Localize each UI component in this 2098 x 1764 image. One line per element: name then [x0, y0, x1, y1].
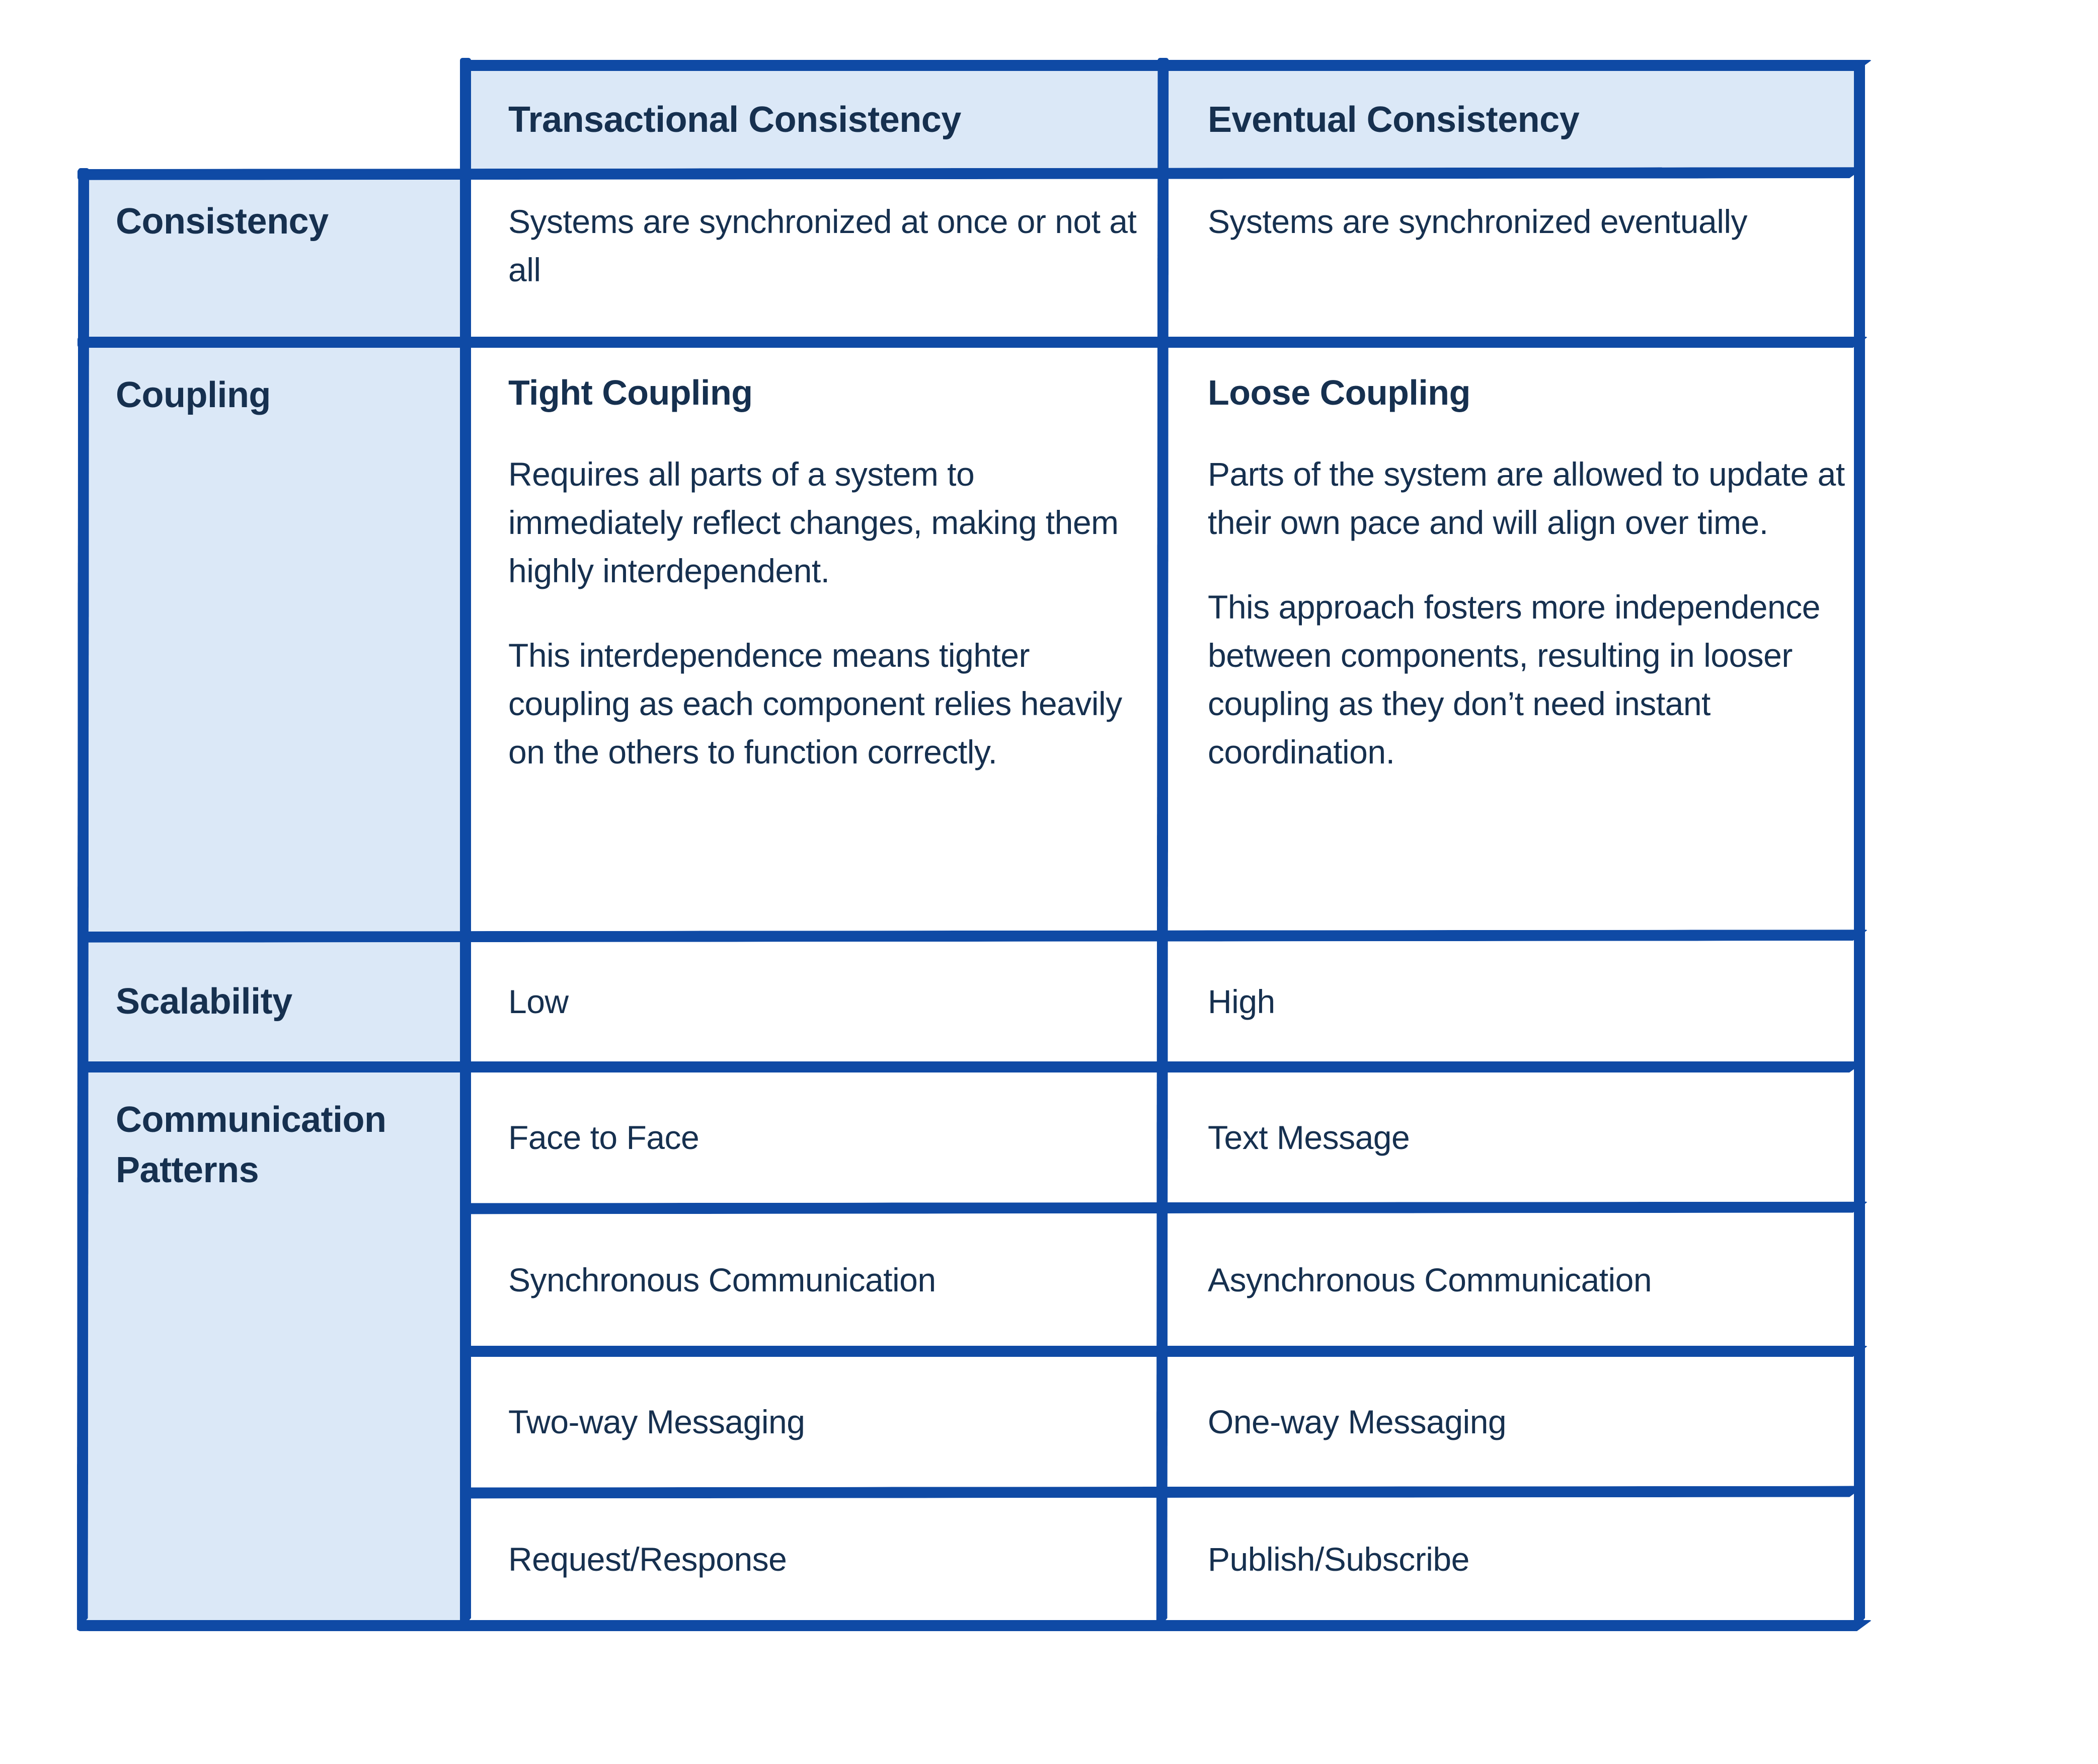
row-header-coupling: Coupling [116, 375, 271, 415]
cell-scalability-transactional: Low [508, 936, 1137, 1067]
header-cell-transactional [465, 65, 1162, 174]
coupling-eventual-paragraph-2: This approach fosters more independence … [1208, 588, 1820, 771]
rule-consistency-bottom [77, 337, 1868, 348]
column-header-transactional-label: Transactional Consistency [508, 99, 961, 140]
cell-text: Synchronous Communication [508, 1261, 936, 1298]
coupling-transactional-paragraph-2: This interdependence means tighter coupl… [508, 637, 1122, 771]
column-header-eventual: Eventual Consistency [1208, 65, 1837, 174]
cell-consistency-eventual: Systems are synchronized eventually [1208, 197, 1832, 246]
cell-coupling-transactional: Tight Coupling Requires all parts of a s… [508, 368, 1152, 776]
column-header-transactional: Transactional Consistency [508, 65, 1137, 174]
coupling-eventual-heading: Loose Coupling [1208, 373, 1470, 412]
cell-scalability-eventual: High [1208, 936, 1837, 1067]
header-cell-eventual [1162, 65, 1859, 174]
cell-comm-3-eventual: One-way Messaging [1208, 1351, 1837, 1492]
row-header-communication: Communication Patterns [116, 1100, 386, 1190]
row-header-scalability: Scalability [116, 981, 292, 1022]
rule-label-divider [460, 58, 471, 1631]
cell-text: High [1208, 983, 1275, 1020]
cell-text: Publish/Subscribe [1208, 1540, 1469, 1578]
rule-column-divider [1156, 58, 1169, 1631]
cell-text: Face to Face [508, 1119, 700, 1156]
cell-text: Request/Response [508, 1540, 787, 1578]
coupling-transactional-heading: Tight Coupling [508, 373, 753, 412]
cell-text: Text Message [1208, 1119, 1410, 1156]
cell-text: Systems are synchronized at once or not … [508, 203, 1137, 288]
cell-text: Low [508, 983, 569, 1020]
cell-comm-2-eventual: Asynchronous Communication [1208, 1208, 1837, 1351]
cell-comm-4-transactional: Request/Response [508, 1492, 1137, 1626]
rule-right-edge [1854, 60, 1865, 1631]
cell-text: Two-way Messaging [508, 1403, 805, 1440]
row-label-column [83, 174, 465, 1626]
cell-consistency-transactional: Systems are synchronized at once or not … [508, 197, 1137, 294]
cell-comm-4-eventual: Publish/Subscribe [1208, 1492, 1837, 1626]
rule-table-bottom [77, 1620, 1872, 1631]
coupling-eventual-paragraph-1: Parts of the system are allowed to updat… [1208, 455, 1845, 541]
rule-left-edge [77, 168, 90, 1631]
cell-comm-1-transactional: Face to Face [508, 1067, 1137, 1208]
rule-scalability-bottom [77, 1061, 1864, 1072]
row-header-consistency: Consistency [116, 201, 329, 242]
cell-text: Asynchronous Communication [1208, 1261, 1652, 1298]
cell-text: Systems are synchronized eventually [1208, 203, 1748, 240]
column-header-eventual-label: Eventual Consistency [1208, 99, 1580, 140]
coupling-transactional-paragraph-1: Requires all parts of a system to immedi… [508, 455, 1119, 589]
cell-comm-2-transactional: Synchronous Communication [508, 1208, 1137, 1351]
cell-comm-1-eventual: Text Message [1208, 1067, 1837, 1208]
cell-text: One-way Messaging [1208, 1403, 1507, 1440]
cell-coupling-eventual: Loose Coupling Parts of the system are a… [1208, 368, 1847, 776]
cell-comm-3-transactional: Two-way Messaging [508, 1351, 1137, 1492]
